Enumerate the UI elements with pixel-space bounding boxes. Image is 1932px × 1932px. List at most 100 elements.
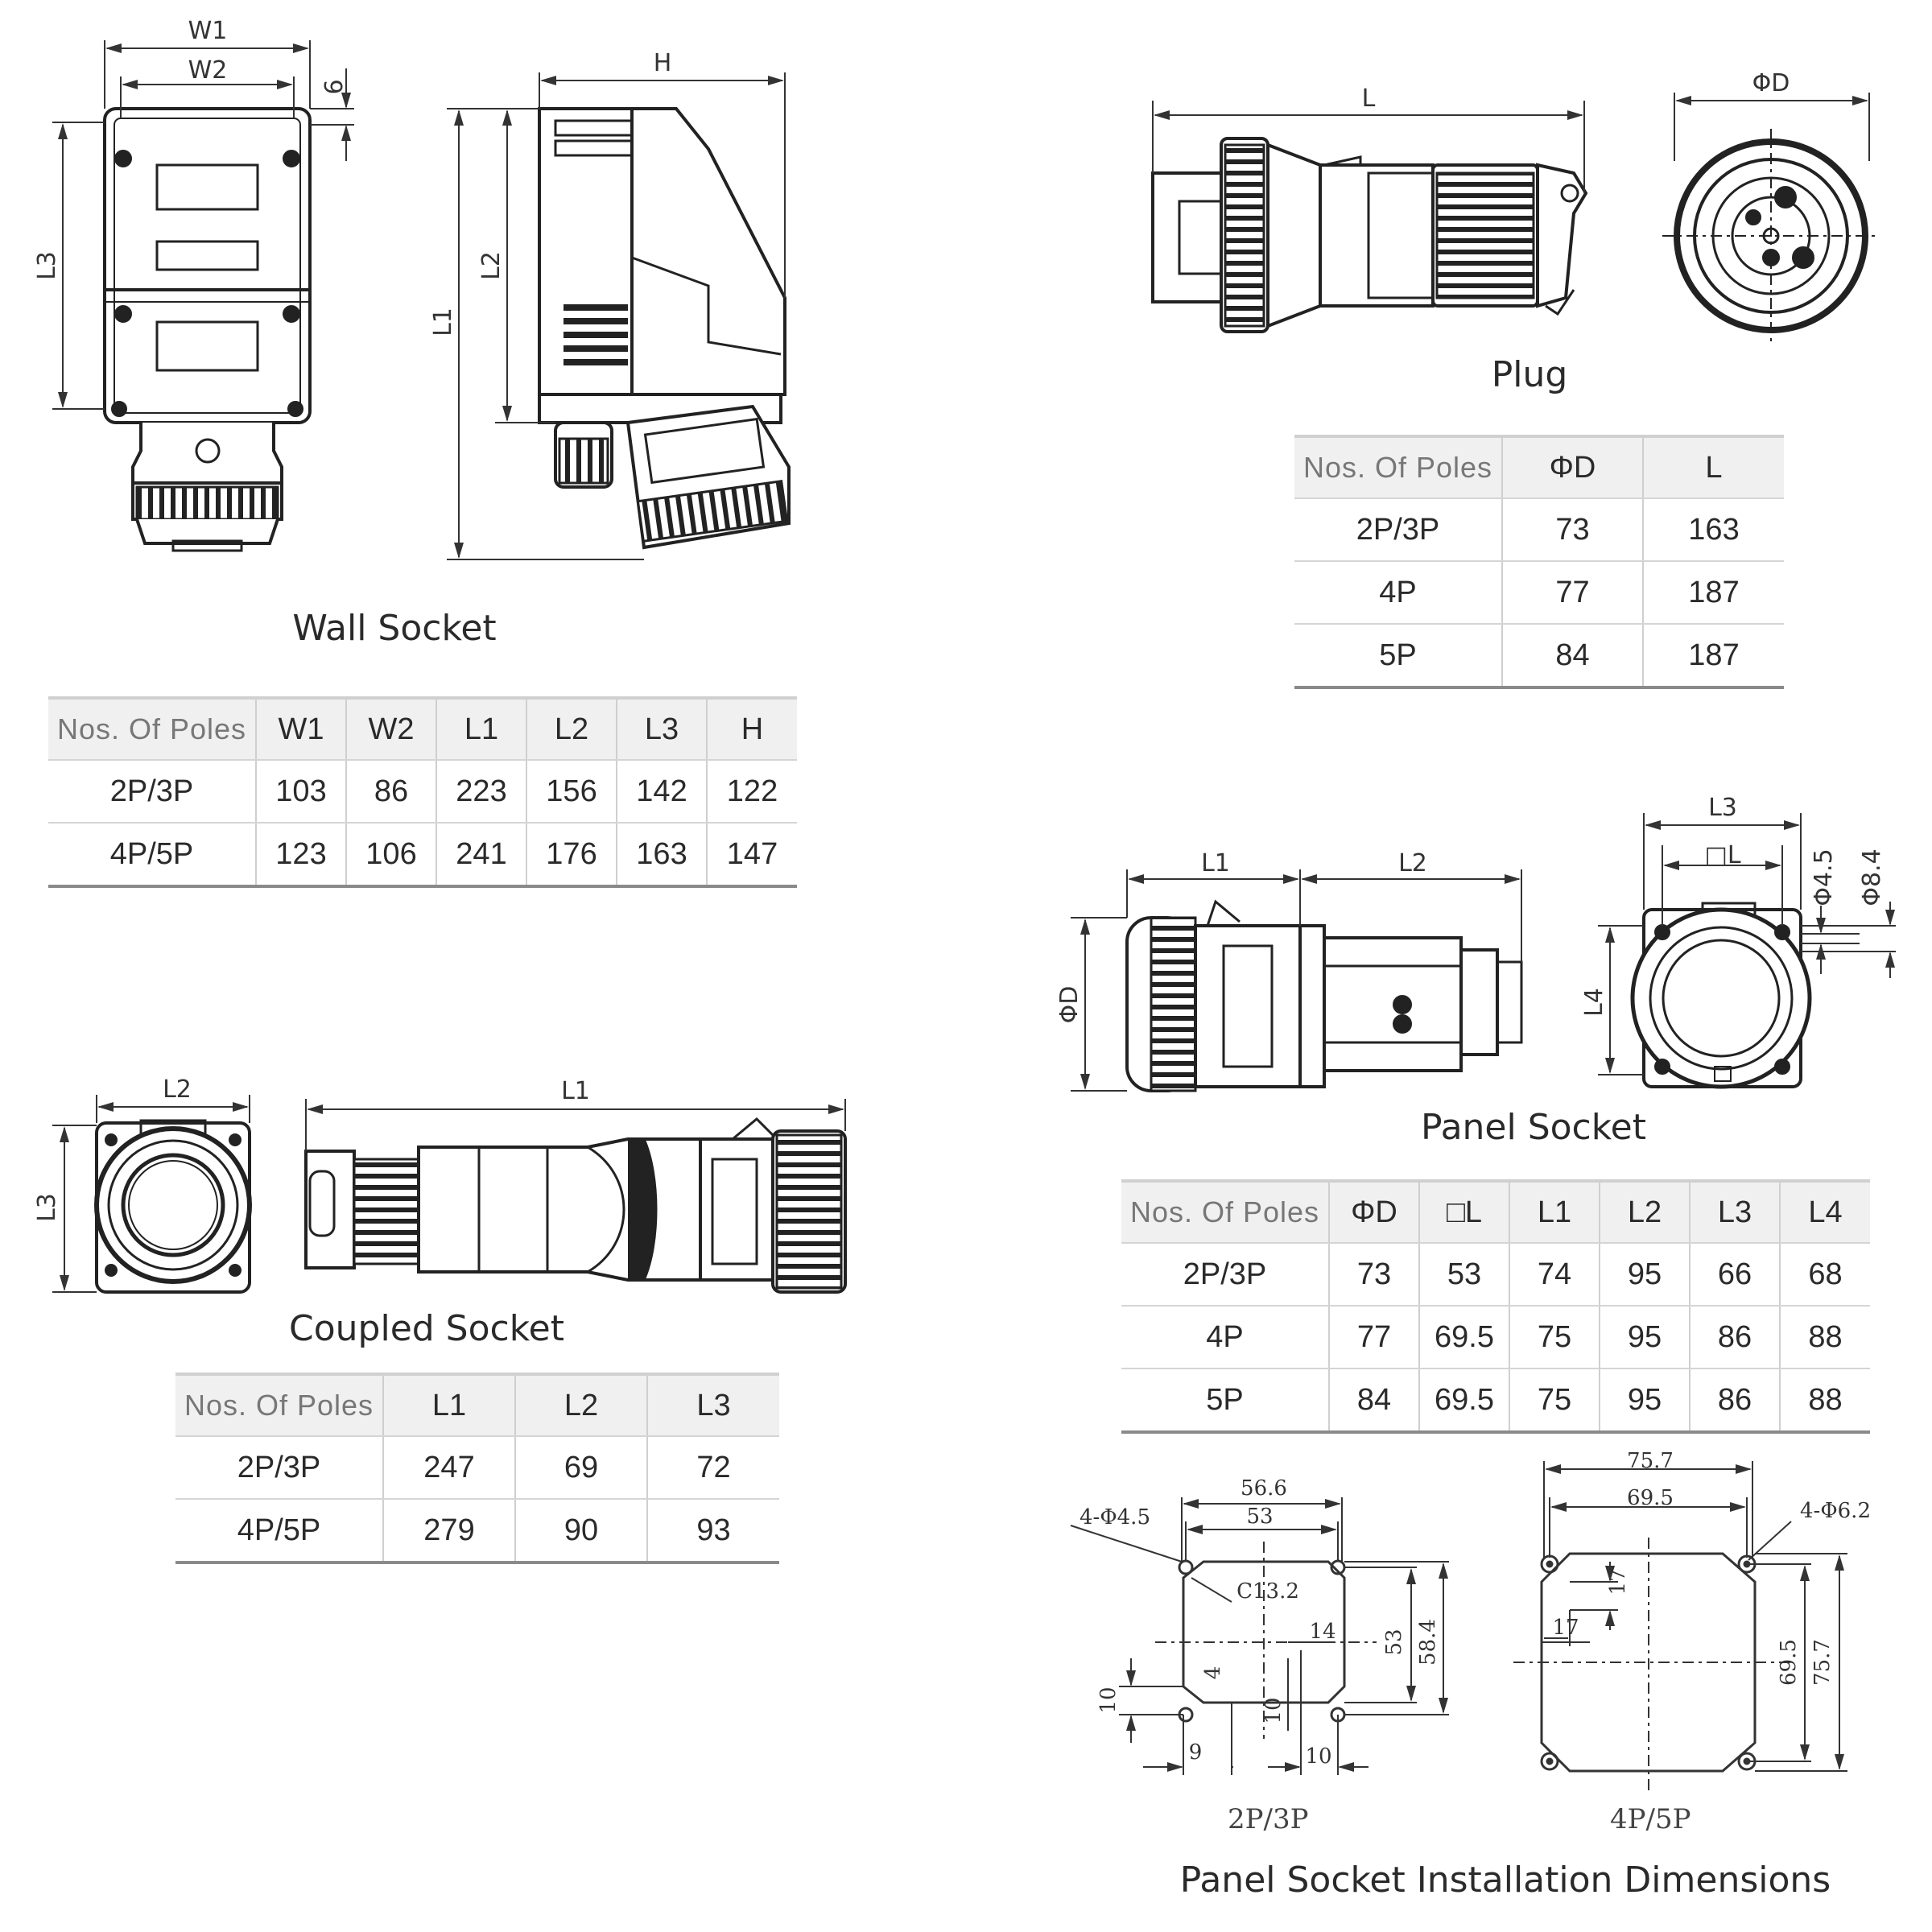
dim-69-5: 69.5 <box>1627 1486 1674 1510</box>
table-header: Nos. Of Poles <box>48 698 256 761</box>
table-cell: 86 <box>1689 1368 1780 1434</box>
table-header: L2 <box>1599 1181 1690 1244</box>
plug-title: Plug <box>1491 354 1568 395</box>
table-header: L3 <box>616 698 707 761</box>
table-cell: 69 <box>514 1436 647 1500</box>
installation-title: Panel Socket Installation Dimensions <box>1179 1860 1831 1901</box>
panel-socket-front-dimensions <box>1598 813 1896 1075</box>
table-cell: 86 <box>1689 1306 1780 1369</box>
table-header: L <box>1642 436 1784 499</box>
table-header: Nos. Of Poles <box>175 1374 383 1437</box>
dim-l2-wall: L2 <box>477 251 506 280</box>
dim-4: 4 <box>1201 1666 1225 1680</box>
installation-large-caption: 4P/5P <box>1610 1803 1691 1835</box>
dim-75-7-vertical: 75.7 <box>1810 1639 1835 1686</box>
table-cell: 4P/5P <box>48 823 256 888</box>
panel-socket-side-dimensions <box>1071 869 1522 1092</box>
dim-9: 9 <box>1189 1740 1203 1765</box>
table-header: ΦD <box>1501 436 1643 499</box>
table-cell: 69.5 <box>1418 1306 1509 1369</box>
table-row: 2P/3P 103 86 223 156 142 122 <box>48 760 797 824</box>
dim-l-plug: L <box>1362 85 1376 113</box>
table-cell: 5P <box>1121 1368 1329 1434</box>
coupled-socket-front-view <box>94 1119 252 1294</box>
dim-6: 6 <box>320 79 349 94</box>
dim-chamfer: C13.2 <box>1236 1579 1299 1604</box>
table-header: L3 <box>1689 1181 1780 1244</box>
table-cell: 4P <box>1294 561 1502 625</box>
table-cell: 95 <box>1599 1306 1690 1369</box>
dim-w1: W1 <box>188 17 228 45</box>
table-cell: 68 <box>1779 1243 1870 1307</box>
table-row: 2P/3P 73 53 74 95 66 68 <box>1121 1243 1870 1307</box>
table-cell: 2P/3P <box>48 760 256 824</box>
dim-10-middle: 10 <box>1261 1697 1286 1724</box>
dim-l4-panel: L4 <box>1580 988 1608 1017</box>
installation-small-drawing <box>1070 1497 1449 1775</box>
wall-socket-side-dimensions <box>447 72 786 560</box>
panel-socket-side-view <box>1125 899 1523 1092</box>
table-cell: 147 <box>706 823 797 888</box>
coupled-socket-side-dimensions <box>305 1099 846 1151</box>
dim-l1-wall: L1 <box>429 308 457 336</box>
table-cell: 156 <box>526 760 617 824</box>
table-cell: 247 <box>382 1436 515 1500</box>
table-cell: 84 <box>1501 624 1643 689</box>
table-header: L4 <box>1779 1181 1870 1244</box>
dim-10-left: 10 <box>1096 1686 1121 1713</box>
table-cell: 123 <box>255 823 346 888</box>
table-header-row: Nos. Of Poles ΦD L <box>1294 436 1784 499</box>
table-row: 4P/5P 123 106 241 176 163 147 <box>48 823 797 888</box>
table-cell: 72 <box>646 1436 779 1500</box>
wall-socket-front-dimensions <box>52 40 354 410</box>
table-cell: 74 <box>1509 1243 1600 1307</box>
table-cell: 73 <box>1328 1243 1419 1307</box>
table-cell: 77 <box>1328 1306 1419 1369</box>
panel-socket-table: Nos. Of Poles ΦD □L L1 L2 L3 L4 2P/3P 73… <box>1121 1179 1870 1434</box>
table-header: L1 <box>1509 1181 1600 1244</box>
table-row: 5P 84 187 <box>1294 624 1784 689</box>
dim-d45-panel: Φ4.5 <box>1810 848 1838 906</box>
dim-holes-small: 4-Φ4.5 <box>1080 1505 1150 1530</box>
table-cell: 163 <box>616 823 707 888</box>
table-cell: 4P/5P <box>175 1499 383 1564</box>
table-cell: 2P/3P <box>175 1436 383 1500</box>
table-header: W2 <box>345 698 436 761</box>
table-cell: 66 <box>1689 1243 1780 1307</box>
table-cell: 142 <box>616 760 707 824</box>
dim-d84-panel: Φ8.4 <box>1858 848 1886 906</box>
panel-socket-title: Panel Socket <box>1421 1107 1646 1148</box>
table-cell: 88 <box>1779 1306 1870 1369</box>
dim-l3-coupled: L3 <box>33 1193 61 1222</box>
plug-dimensions <box>1152 93 1870 193</box>
table-header: L2 <box>514 1374 647 1437</box>
dim-d-plug: ΦD <box>1752 69 1790 97</box>
table-cell: 69.5 <box>1418 1368 1509 1434</box>
panel-socket-front-view <box>1630 902 1812 1089</box>
dim-sq-panel: □L <box>1704 841 1740 869</box>
table-header: L1 <box>436 698 526 761</box>
table-row: 4P/5P 279 90 93 <box>175 1499 779 1564</box>
table-cell: 77 <box>1501 561 1643 625</box>
wall-socket-table: Nos. Of Poles W1 W2 L1 L2 L3 H 2P/3P 103… <box>48 696 797 888</box>
dim-17-vertical: 17 <box>1606 1568 1630 1595</box>
installation-small-caption: 2P/3P <box>1228 1803 1309 1835</box>
table-cell: 103 <box>255 760 346 824</box>
table-header: Nos. Of Poles <box>1294 436 1502 499</box>
dim-l3-wall: L3 <box>33 251 61 280</box>
table-row: 4P 77 69.5 75 95 86 88 <box>1121 1306 1870 1369</box>
table-row: 2P/3P 73 163 <box>1294 498 1784 562</box>
table-row: 2P/3P 247 69 72 <box>175 1436 779 1500</box>
table-cell: 73 <box>1501 498 1643 562</box>
dim-10-bottom: 10 <box>1305 1744 1331 1769</box>
coupled-socket-table: Nos. Of Poles L1 L2 L3 2P/3P 247 69 72 4… <box>175 1373 779 1564</box>
table-header-row: Nos. Of Poles L1 L2 L3 <box>175 1374 779 1437</box>
wall-socket-title: Wall Socket <box>292 608 497 649</box>
table-cell: 106 <box>345 823 436 888</box>
table-header: ΦD <box>1328 1181 1419 1244</box>
table-header: W1 <box>255 698 346 761</box>
dim-58-4: 58.4 <box>1416 1619 1440 1666</box>
table-cell: 75 <box>1509 1368 1600 1434</box>
table-header: □L <box>1418 1181 1509 1244</box>
table-row: 4P 77 187 <box>1294 561 1784 625</box>
